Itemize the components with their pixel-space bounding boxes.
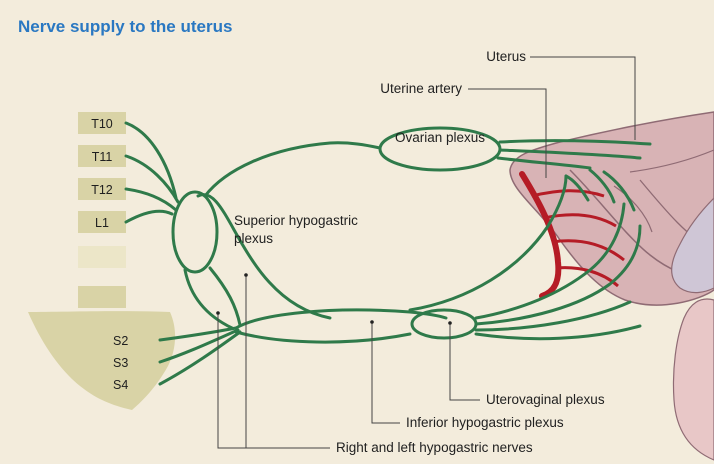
uterovaginal-plexus-node <box>412 310 476 338</box>
segment-label-t11: T11 <box>92 150 113 164</box>
spinal-segments: T10 T11 T12 L1 <box>78 112 126 308</box>
label-ovarian-plexus: Ovarian plexus <box>385 128 495 146</box>
label-uterus: Uterus <box>486 49 526 64</box>
superior-hypogastric-plexus-node <box>173 192 217 272</box>
label-superior-hypogastric-plexus: Superior hypogastric plexus <box>234 212 394 248</box>
label-inferior-hypogastric-plexus: Inferior hypogastric plexus <box>406 415 564 430</box>
segment-box-l3-blank <box>78 286 126 308</box>
label-uterovaginal-plexus: Uterovaginal plexus <box>486 392 605 407</box>
segment-label-t10: T10 <box>91 117 113 131</box>
label-superior-hypogastric-plexus-wrap: Superior hypogastric plexus <box>234 212 434 256</box>
segment-box-l2-blank <box>78 246 126 268</box>
segment-label-l1: L1 <box>95 216 109 230</box>
uterus-illustration <box>510 112 714 460</box>
segment-label-s2: S2 <box>113 334 128 348</box>
segment-label-t12: T12 <box>91 183 113 197</box>
label-hypogastric-nerves: Right and left hypogastric nerves <box>336 440 533 455</box>
label-uterine-artery: Uterine artery <box>380 81 462 96</box>
sacrum: S2 S3 S4 <box>28 311 175 410</box>
segment-label-s3: S3 <box>113 356 128 370</box>
diagram-title: Nerve supply to the uterus <box>18 17 232 36</box>
segment-label-s4: S4 <box>113 378 128 392</box>
label-ovarian-plexus-wrap: Ovarian plexus <box>385 128 495 172</box>
